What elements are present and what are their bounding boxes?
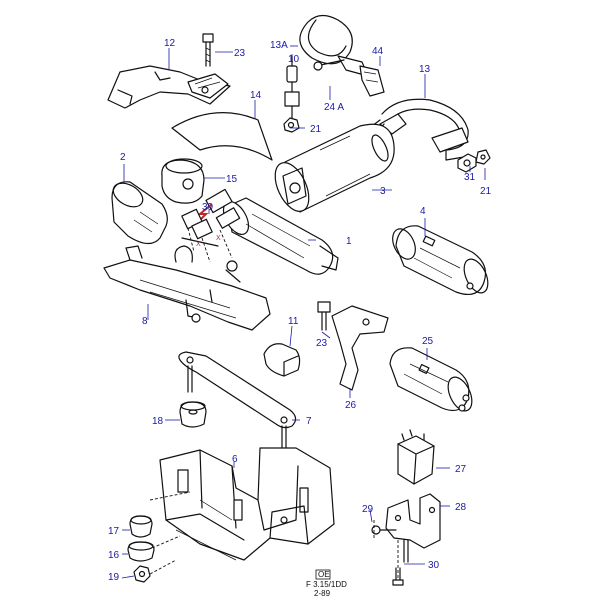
- part-17-grommet: [129, 515, 153, 538]
- part-18-grommet: [179, 401, 207, 428]
- callout-27: 27: [455, 464, 467, 475]
- callout-31: 31: [464, 172, 476, 183]
- stamp-line-2: 2-89: [314, 589, 331, 598]
- callout-10: 10: [288, 54, 300, 65]
- part-1-fuel-pump: [205, 188, 339, 275]
- callout-13: 13: [419, 64, 431, 75]
- callout-8: 8: [142, 316, 148, 327]
- dimension-x-right: X: [216, 235, 221, 242]
- part-30-screw: [392, 567, 404, 586]
- leader-lines: [121, 45, 486, 579]
- callout-15: 15: [226, 174, 238, 185]
- callout-25: 25: [422, 336, 434, 347]
- part-8-bracket: [103, 245, 271, 331]
- stamp-line-1: F 3.15/1DD: [306, 580, 347, 589]
- part-2-filter: [111, 181, 168, 245]
- callout-23-top: 23: [234, 48, 246, 59]
- part-31-21-fasteners: [457, 149, 491, 173]
- part-13a-clamp: [299, 14, 385, 97]
- callout-18: 18: [152, 416, 164, 427]
- callout-4: 4: [420, 206, 426, 217]
- part-27-relay: [397, 429, 435, 485]
- callout-11: 11: [288, 316, 299, 327]
- callout-14: 14: [250, 90, 262, 101]
- part-26-strap: [317, 301, 389, 391]
- part-10-connector: [283, 55, 300, 133]
- callout-19: 19: [108, 572, 120, 583]
- part-16-washer: [127, 541, 155, 562]
- part-25-cylinder: [389, 347, 473, 412]
- callout-7: 7: [306, 416, 312, 427]
- callout-17: 17: [108, 526, 120, 537]
- callout-16: 16: [108, 550, 120, 561]
- callout-23-mid: 23: [316, 338, 328, 349]
- part-11-spacer: [263, 343, 301, 377]
- callout-39: 39: [202, 202, 214, 213]
- assembly-lines-right: [373, 520, 399, 580]
- callout-24a: 24 A: [324, 102, 344, 113]
- assembly-lines: [149, 491, 191, 575]
- stamp-box-text: OE: [318, 570, 330, 579]
- part-39-connector: [181, 203, 233, 263]
- callout-1: 1: [346, 236, 352, 247]
- callout-21-right: 21: [480, 186, 492, 197]
- part-15-rubber-mount: [161, 158, 205, 204]
- dimension-x-left: X: [196, 241, 201, 248]
- callout-2: 2: [120, 152, 126, 163]
- part-6-tray: [159, 447, 335, 561]
- callout-3: 3: [380, 186, 386, 197]
- callout-labels: 12 23 14 10 13A 44 24 A 21 13 31 21 3 2 …: [108, 38, 492, 583]
- drawing-stamp: OE F 3.15/1DD 2-89: [306, 569, 347, 598]
- callout-13a: 13A: [270, 40, 288, 51]
- callout-30: 30: [428, 560, 440, 571]
- callout-29: 29: [362, 504, 374, 515]
- callout-21-top: 21: [310, 124, 322, 135]
- part-14-heat-shield: [171, 112, 273, 161]
- part-4-coil: [392, 225, 489, 295]
- callout-26: 26: [345, 400, 357, 411]
- part-7-strap: [178, 351, 297, 453]
- callout-12: 12: [164, 38, 176, 49]
- part-23-bolt-top: [202, 33, 214, 67]
- callout-44: 44: [372, 46, 384, 57]
- part-28-bracket: [385, 493, 441, 563]
- callout-6: 6: [232, 454, 238, 465]
- part-3-fuel-filter: [274, 123, 395, 213]
- part-12-shield-bracket: [107, 65, 231, 109]
- part-19-nut: [133, 565, 151, 583]
- callout-28: 28: [455, 502, 467, 513]
